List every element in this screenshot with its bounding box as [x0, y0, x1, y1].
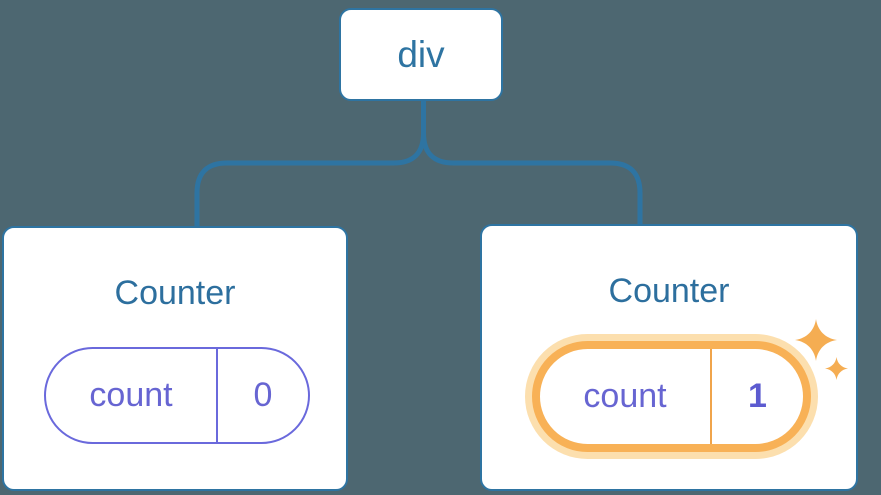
- root-node-div: div: [339, 8, 503, 101]
- state-value: 0: [253, 376, 273, 414]
- state-value: 1: [748, 377, 767, 415]
- state-pill: count 0: [44, 347, 310, 444]
- sparkle-icon: [795, 319, 837, 361]
- state-pill-highlighted: count 1: [532, 341, 811, 452]
- state-key-label: count: [540, 349, 712, 444]
- state-key-label: count: [46, 349, 218, 442]
- connector-lines: [194, 101, 643, 228]
- sparkle-icon-shape: [795, 319, 837, 361]
- root-node-label: div: [397, 33, 445, 75]
- sparkle-icon-shape: [825, 357, 848, 380]
- component-title: Counter: [608, 272, 730, 310]
- counter-card-left: Counter count 0: [2, 226, 348, 491]
- connector-left-branch: [194, 101, 426, 228]
- connector-right-branch: [421, 101, 643, 226]
- component-title: Counter: [114, 274, 236, 312]
- counter-card-right: Counter count 1: [480, 224, 858, 491]
- sparkle-icon: [825, 357, 848, 380]
